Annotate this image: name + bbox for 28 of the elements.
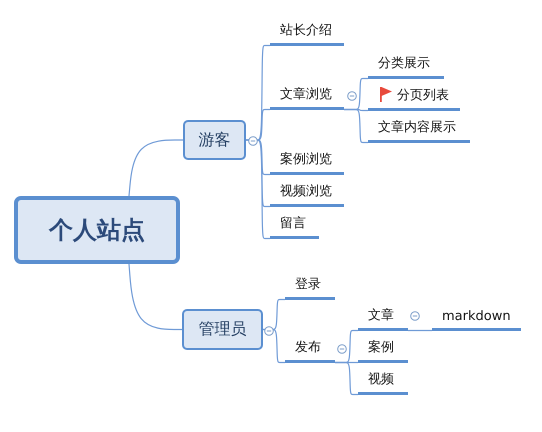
connector-line — [128, 263, 182, 330]
topic-label: 分页列表 — [397, 86, 449, 104]
topic-label: 发布 — [295, 338, 321, 356]
topic-label: 视频浏览 — [280, 182, 332, 200]
topic-underline — [368, 84, 460, 110]
topic-label: markdown — [442, 308, 511, 324]
topic-label: 案例浏览 — [280, 150, 332, 168]
connector-line — [408, 330, 432, 332]
topic-label: 文章内容展示 — [378, 118, 456, 136]
central-topic-box — [14, 196, 180, 264]
topic-label: 游客 — [198, 130, 230, 150]
connector-line — [128, 139, 183, 197]
topic-label: 登录 — [295, 276, 321, 292]
topic-box — [182, 309, 263, 350]
topic-label: 个人站点 — [49, 215, 145, 246]
topic-label: 文章浏览 — [280, 86, 332, 102]
connector-line — [246, 139, 270, 240]
topic-box — [183, 120, 246, 160]
topic-label: 分类展示 — [378, 54, 430, 72]
topic-label: 站长介绍 — [280, 22, 332, 38]
topic-label: 留言 — [280, 214, 306, 232]
topic-label: 视频 — [368, 370, 394, 388]
topic-label: 管理员 — [198, 319, 246, 340]
topic-label: 文章 — [368, 306, 394, 324]
connector-line — [263, 328, 285, 364]
topic-label: 案例 — [368, 338, 394, 356]
connector-line — [344, 108, 368, 144]
connector-line — [335, 362, 358, 396]
